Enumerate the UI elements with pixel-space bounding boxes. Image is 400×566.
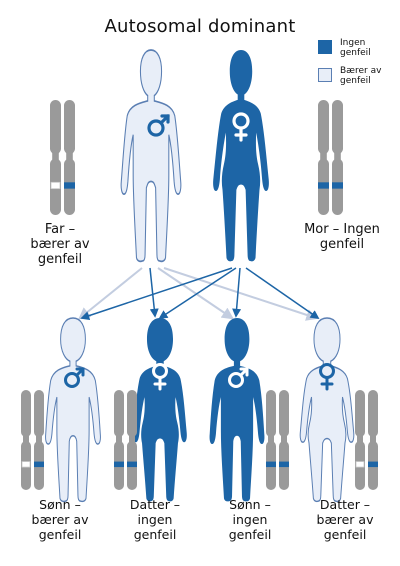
- child-2-figure: [133, 318, 187, 502]
- chromosome-2: [34, 390, 44, 490]
- child-1-caption: Sønn – bærer av genfeil: [31, 497, 89, 542]
- chromosome-1: [318, 100, 329, 215]
- chromosome-arm-upper: [34, 390, 44, 437]
- gene-band-baerer-av-genfeil: [355, 461, 365, 468]
- centromere: [116, 435, 122, 443]
- chromosome-arm-upper: [266, 390, 276, 437]
- chromosome-arm-upper: [279, 390, 289, 437]
- gene-band-ingen-genfeil: [266, 461, 276, 468]
- centromere: [357, 435, 363, 443]
- arrow-mother-to-child-1: [80, 267, 233, 320]
- gene-band-ingen-genfeil: [318, 182, 329, 189]
- child-3-figure: [209, 318, 265, 502]
- child-3-caption: Sønn – ingen genfeil: [228, 497, 272, 542]
- legend-swatch-ingen-genfeil: [318, 40, 332, 54]
- child-1-chromosome-pair: [21, 390, 44, 490]
- chromosome-arm-upper: [127, 390, 137, 437]
- gene-band-ingen-genfeil: [64, 182, 75, 189]
- chromosome-1: [50, 100, 61, 215]
- child-4-figure: [299, 317, 355, 503]
- father-caption: Far – bærer av genfeil: [30, 222, 90, 267]
- mother-caption: Mor – Ingen genfeil: [304, 222, 380, 252]
- chromosome-arm-upper: [318, 100, 329, 155]
- mother-chromosome-pair: [318, 100, 343, 215]
- chromosome-1: [21, 390, 31, 490]
- centromere: [23, 435, 29, 443]
- centromere: [66, 152, 73, 161]
- inheritance-arrows: [78, 267, 320, 321]
- child-3-chromosome-pair: [266, 390, 289, 490]
- chromosome-1: [114, 390, 124, 490]
- centromere: [281, 435, 287, 443]
- chromosome-2: [279, 390, 289, 490]
- arrow-father-to-child-4: [163, 267, 319, 321]
- gene-band-baerer-av-genfeil: [50, 181, 61, 190]
- arrow-father-to-child-2: [149, 267, 159, 318]
- gene-band-ingen-genfeil: [34, 461, 44, 468]
- female-icon: [152, 363, 168, 391]
- chromosome-arm-upper: [21, 390, 31, 437]
- chromosome-2: [332, 100, 343, 215]
- chromosome-arm-upper: [64, 100, 75, 155]
- female-icon: [232, 112, 250, 142]
- child-1-figure: [44, 317, 102, 503]
- chromosome-1: [355, 390, 365, 490]
- centromere: [36, 435, 42, 443]
- male-icon: [64, 367, 85, 388]
- mother-figure: [213, 50, 269, 262]
- centromere: [268, 435, 274, 443]
- female-icon: [319, 363, 335, 391]
- chromosome-1: [266, 390, 276, 490]
- child-2-chromosome-pair: [114, 390, 137, 490]
- arrow-mother-to-child-4: [245, 267, 320, 320]
- chromosome-arm-upper: [114, 390, 124, 437]
- legend-swatch-baerer-av-genfeil: [318, 68, 332, 82]
- male-icon: [228, 367, 249, 388]
- child-2-caption: Datter – ingen genfeil: [129, 497, 181, 542]
- gene-band-ingen-genfeil: [279, 461, 289, 468]
- arrow-father-to-child-1: [78, 267, 143, 320]
- father-chromosome-pair: [50, 100, 75, 215]
- chromosome-2: [127, 390, 137, 490]
- male-icon: [147, 114, 170, 137]
- centromere: [52, 152, 59, 161]
- child-4-caption: Datter – bærer av genfeil: [316, 497, 374, 542]
- gene-band-baerer-av-genfeil: [21, 461, 31, 468]
- chromosome-arm-upper: [50, 100, 61, 155]
- centromere: [334, 152, 341, 161]
- chromosome-arm-upper: [332, 100, 343, 155]
- centromere: [320, 152, 327, 161]
- arrow-mother-to-child-3: [232, 267, 242, 318]
- gene-band-ingen-genfeil: [127, 461, 137, 468]
- gene-band-ingen-genfeil: [368, 461, 378, 468]
- father-figure: [120, 49, 182, 263]
- diagram-title: Autosomal dominant: [104, 16, 296, 37]
- gene-band-ingen-genfeil: [114, 461, 124, 468]
- centromere: [129, 435, 135, 443]
- chromosome-2: [368, 390, 378, 490]
- chromosome-arm-upper: [355, 390, 365, 437]
- arrow-mother-to-child-2: [158, 267, 237, 319]
- child-4-chromosome-pair: [355, 390, 378, 490]
- centromere: [370, 435, 376, 443]
- chromosome-arm-upper: [368, 390, 378, 437]
- gene-band-ingen-genfeil: [332, 182, 343, 189]
- arrow-father-to-child-3: [157, 267, 234, 320]
- chromosome-2: [64, 100, 75, 215]
